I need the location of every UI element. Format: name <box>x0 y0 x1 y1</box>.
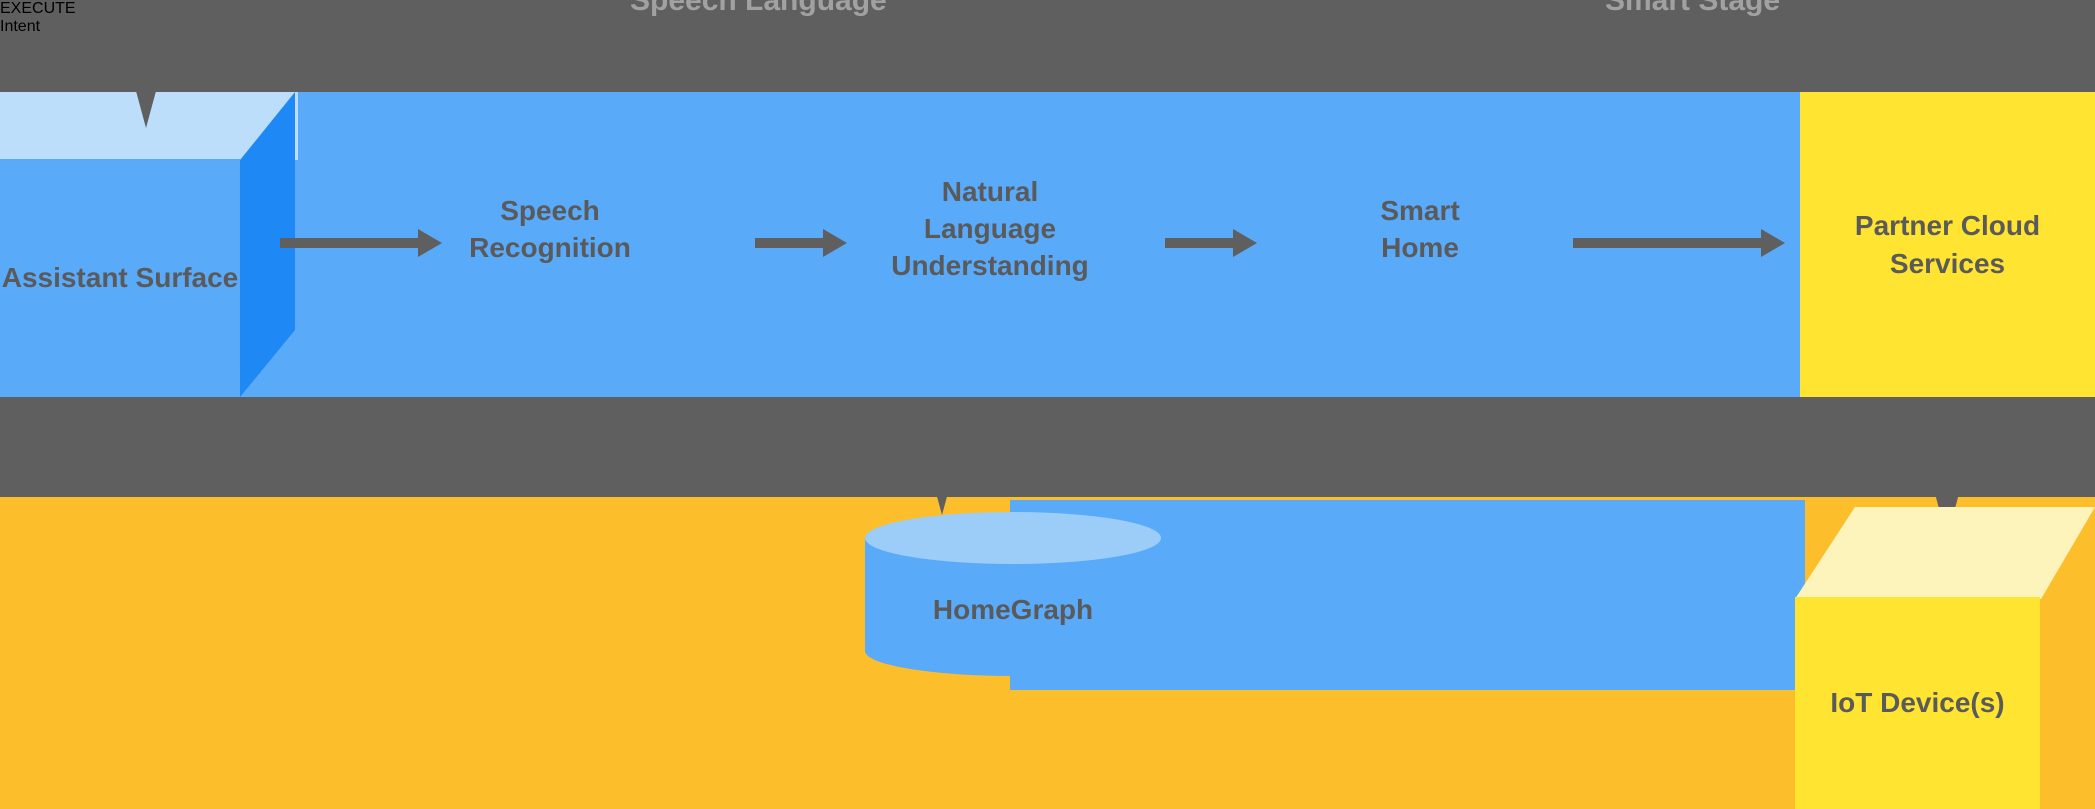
lane-partner-yellow <box>1800 92 2095 397</box>
arrow-down-into-homegraph-3 <box>0 36 26 84</box>
node-iot-devices[interactable]: IoT Device(s) <box>1795 507 2095 809</box>
node-home-graph[interactable]: HomeGraph <box>865 512 1161 676</box>
assistant-surface-label: Assistant Surface <box>1 262 239 294</box>
arrow-speech-recognition-to-nlu <box>755 229 847 257</box>
arrow-smart-home-to-partner-cloud <box>1573 229 1785 257</box>
arrow-assistant-surface-to-speech-recognition <box>280 229 442 257</box>
iot-device-front-face <box>1795 597 2040 809</box>
arrow-nlu-to-smart-home <box>1165 229 1257 257</box>
assistant-surface-front-face <box>0 159 240 397</box>
iot-device-label: IoT Device(s) <box>1830 687 2005 719</box>
node-partner-cloud-services[interactable]: Partner Cloud Services <box>1854 210 2041 279</box>
header-title-left: Speech Language <box>630 0 887 17</box>
edge-label-intent: Intent <box>0 18 41 35</box>
edge-label-execute: EXECUTE <box>0 0 76 17</box>
node-smart-home[interactable]: Smart Home <box>1380 195 1460 264</box>
arrow-down-into-assistant-surface <box>133 80 159 128</box>
node-natural-language-understanding[interactable]: Natural Language Understanding <box>891 176 1089 282</box>
arrow-down-into-homegraph-1 <box>929 467 955 515</box>
node-assistant-surface[interactable]: Assistant Surface <box>0 92 455 397</box>
node-speech-recognition[interactable]: Speech Recognition <box>469 195 631 264</box>
homegraph-cylinder-top <box>865 512 1161 564</box>
header-title-right: Smart Stage <box>1605 0 1781 17</box>
homegraph-label: HomeGraph <box>932 594 1094 625</box>
